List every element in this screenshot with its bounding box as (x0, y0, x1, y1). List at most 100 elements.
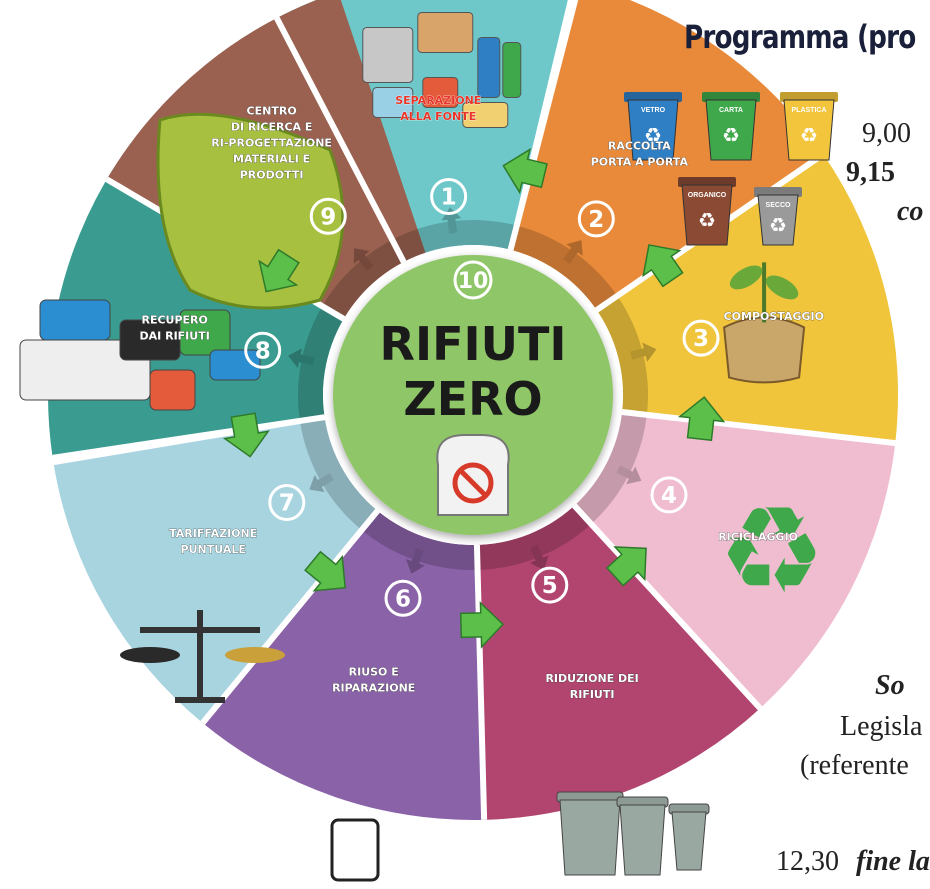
bin-label: CARTA (719, 107, 743, 114)
flow-arrow-icon (258, 248, 300, 293)
segment-inner-band-8 (298, 300, 347, 421)
flow-arrow-icon (678, 396, 726, 442)
center-title-line1: RIFIUTI (380, 317, 567, 371)
svg-text:5: 5 (542, 573, 558, 599)
bin-label: SECCO (766, 202, 791, 209)
flow-arrow-icon (642, 244, 684, 288)
bin-label: VETRO (641, 107, 666, 114)
step-number-badge: 9 (309, 197, 347, 235)
bin-label: PLASTICA (792, 107, 827, 114)
svg-text:4: 4 (661, 483, 677, 509)
recyclables-illustration (362, 11, 522, 128)
flow-arrow-icon (222, 412, 270, 458)
segment-inner-band-7 (300, 419, 378, 531)
flow-arrow-icon (459, 601, 505, 649)
bin-organico-icon: ORGANICO ♻ (678, 177, 736, 246)
svg-text:9: 9 (320, 204, 336, 230)
svg-text:1: 1 (441, 184, 457, 210)
center-number: 10 (458, 269, 489, 294)
plant-bag-icon (330, 818, 380, 882)
center-number-badge (453, 260, 493, 300)
svg-text:2: 2 (588, 207, 604, 233)
schedule-end-time: 12,30 (776, 846, 839, 877)
segment-5 (476, 505, 761, 820)
step-number-badge: 7 (268, 484, 306, 521)
segment-inner-band-3 (596, 295, 648, 415)
segment-inner-band-4 (574, 411, 647, 525)
schedule-end-text: fine la (856, 846, 930, 877)
trash-bag-prohibited-icon (436, 434, 510, 516)
segment-inner-band-2 (510, 225, 618, 311)
segment-label-3: COMPOSTAGGIO (724, 310, 824, 323)
svg-text:7: 7 (279, 491, 295, 517)
step-number-badge: 8 (244, 331, 282, 369)
svg-text:♻: ♻ (698, 208, 716, 232)
recovered-materials-pile (19, 299, 261, 411)
inward-arrow-icon (630, 342, 657, 362)
svg-text:♻: ♻ (644, 123, 662, 147)
inward-arrow-icon (309, 473, 334, 493)
segment-divider (621, 408, 896, 447)
segment-3 (596, 154, 898, 444)
inward-arrow-icon (405, 547, 425, 574)
compost-sack-icon (723, 262, 806, 384)
flow-arrow-icon (605, 546, 647, 587)
bin-label: ORGANICO (688, 192, 727, 199)
schedule-text-co: co (897, 196, 924, 227)
trash-can-icon (616, 796, 669, 876)
recycle-icon: ♻ (718, 482, 826, 621)
schedule-text-legisla: Legisla (840, 711, 923, 742)
step-number-badge: 5 (531, 566, 569, 604)
segment-label-4: RICICLAGGIO (718, 530, 798, 543)
segment-6 (202, 510, 485, 820)
segment-7 (53, 419, 378, 723)
segment-divider (200, 508, 380, 725)
segment-divider (572, 503, 763, 711)
segment-inner-band-5 (476, 505, 592, 570)
svg-text:8: 8 (255, 338, 271, 364)
bin-plastica-icon: PLASTICA ♻ (780, 92, 838, 161)
step-number-badge: 3 (682, 319, 720, 357)
research-blob-icon (156, 112, 345, 310)
bin-secco-icon: SECCO ♻ (754, 187, 802, 246)
flow-arrow-icon (502, 147, 548, 195)
step-number-badge: 6 (384, 579, 422, 617)
trash-can-icon (556, 791, 624, 876)
bin-vetro-icon: VETRO ♻ (624, 92, 682, 161)
step-number-badge: 4 (650, 476, 688, 514)
svg-text:♻: ♻ (769, 213, 787, 237)
wrench-icon (224, 804, 306, 876)
svg-text:3: 3 (693, 326, 709, 352)
segment-divider (52, 414, 326, 461)
trash-can-icon (668, 803, 710, 871)
segment-divider (473, 544, 488, 820)
segment-inner-band-6 (361, 510, 478, 570)
schedule-text-so: So (875, 670, 905, 701)
schedule-time-1: 9,00 (862, 118, 911, 149)
inward-arrow-icon (563, 240, 583, 264)
inward-arrow-icon (616, 465, 642, 485)
svg-text:♻: ♻ (800, 123, 818, 147)
center-title-line2: ZERO (403, 372, 542, 426)
segment-divider (274, 16, 407, 264)
svg-text:♻: ♻ (722, 123, 740, 147)
svg-text:6: 6 (395, 586, 411, 612)
svg-text:♻: ♻ (718, 482, 826, 621)
scale-icon (120, 610, 285, 703)
step-number-badge: 1 (430, 177, 468, 215)
schedule-text-referente: (referente (800, 750, 909, 781)
center-circle (333, 255, 613, 535)
schedule-time-2: 9,15 (846, 157, 895, 188)
bin-carta-icon: CARTA ♻ (702, 92, 760, 161)
inward-arrow-icon (353, 248, 374, 271)
inward-arrow-icon (288, 348, 315, 368)
program-title: Programma (pro (684, 18, 916, 56)
flow-arrow-icon (304, 550, 347, 592)
